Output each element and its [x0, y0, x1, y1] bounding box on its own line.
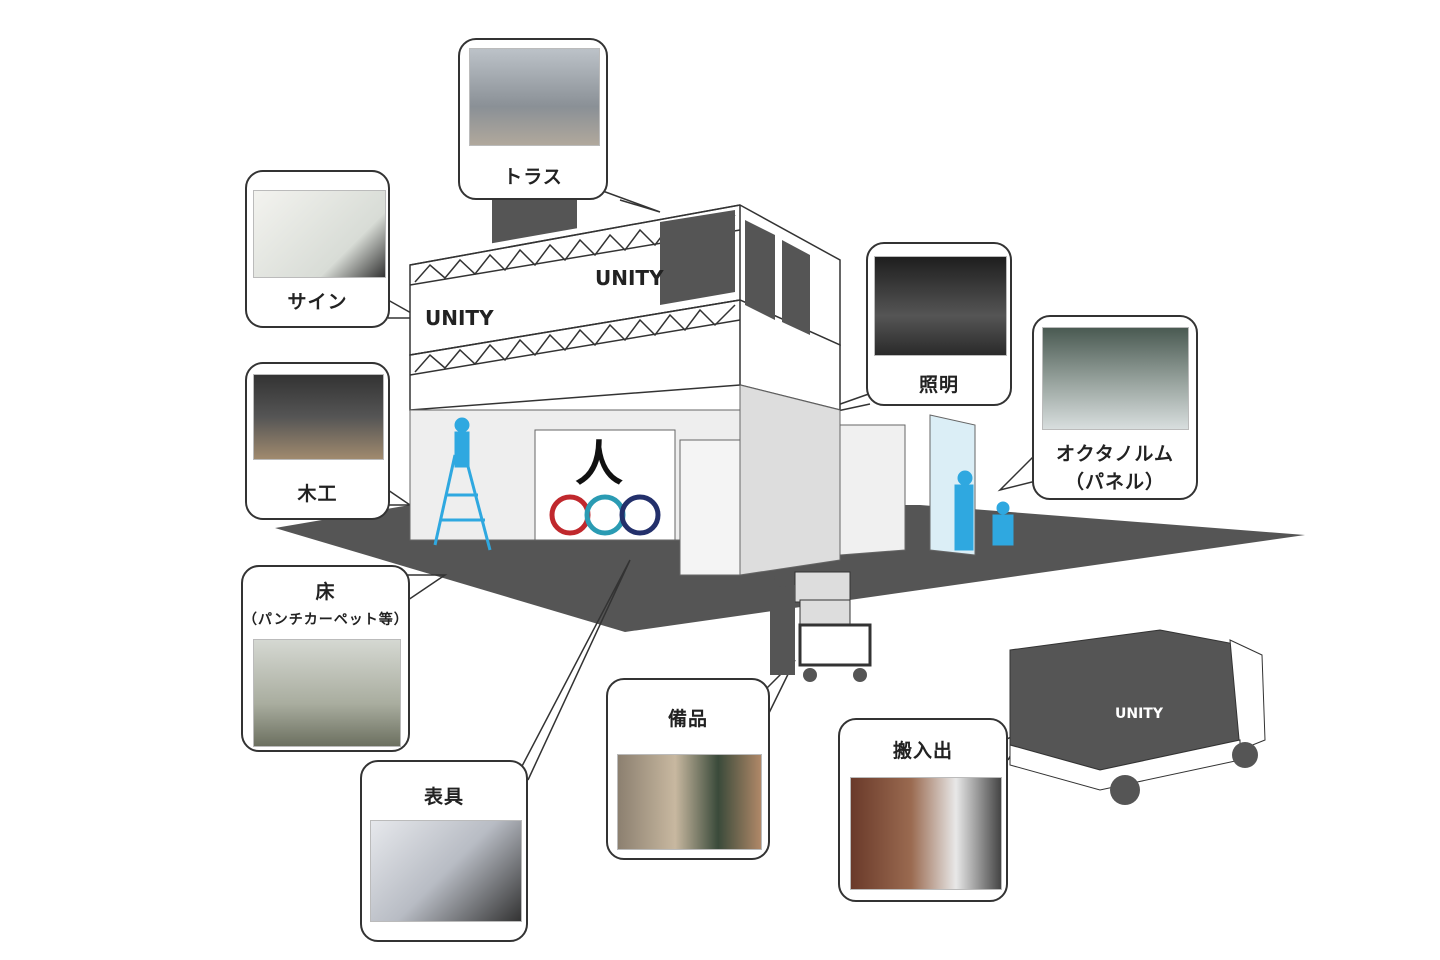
callout-truss: トラス: [458, 38, 608, 200]
hyogu-photo: [370, 820, 522, 922]
callout-lighting: 照明: [866, 242, 1012, 406]
callout-label: 床: [315, 581, 336, 603]
worker-figures: [433, 417, 1014, 551]
callout-label: 備品: [667, 708, 708, 730]
callout-sublabel: （パネル）: [1064, 471, 1165, 493]
callout-label: 搬入出: [892, 740, 953, 762]
sign-logo: UNITY: [425, 306, 494, 330]
callout-sublabel: （パンチカーペット等）: [243, 612, 409, 628]
sign-photo: [253, 190, 386, 278]
booth-walls: [409, 384, 976, 576]
sign-logo: UNITY: [595, 266, 664, 290]
truss-photo: [469, 48, 600, 146]
callout-label: 木工: [297, 483, 338, 505]
transport-photo: [850, 777, 1002, 890]
callout-fixtures: 備品: [606, 678, 770, 860]
callout-hyogu: 表具: [360, 760, 528, 942]
callout-sign: サイン: [245, 170, 390, 328]
svg-text:人: 人: [575, 436, 623, 492]
callout-label: サイン: [287, 291, 348, 313]
callout-woodwork: 木工: [245, 362, 390, 520]
floor-photo: [253, 639, 401, 747]
lighting-photo: [874, 256, 1007, 356]
callout-label: 照明: [918, 374, 959, 396]
callout-transport: 搬入出: [838, 718, 1008, 902]
cart-figure: [770, 569, 872, 682]
callout-label: トラス: [503, 166, 563, 188]
callout-label: 表具: [423, 786, 464, 808]
callout-label: オクタノルム: [1056, 443, 1174, 465]
fixtures-photo: [617, 754, 762, 850]
callout-octanorm: オクタノルム （パネル）: [1032, 315, 1198, 500]
woodwork-photo: [253, 374, 384, 460]
callout-floor: 床 （パンチカーペット等）: [241, 565, 410, 752]
octanorm-photo: [1042, 327, 1189, 430]
truck-logo: UNITY: [1115, 706, 1164, 722]
truck: UNITY: [1009, 629, 1266, 805]
